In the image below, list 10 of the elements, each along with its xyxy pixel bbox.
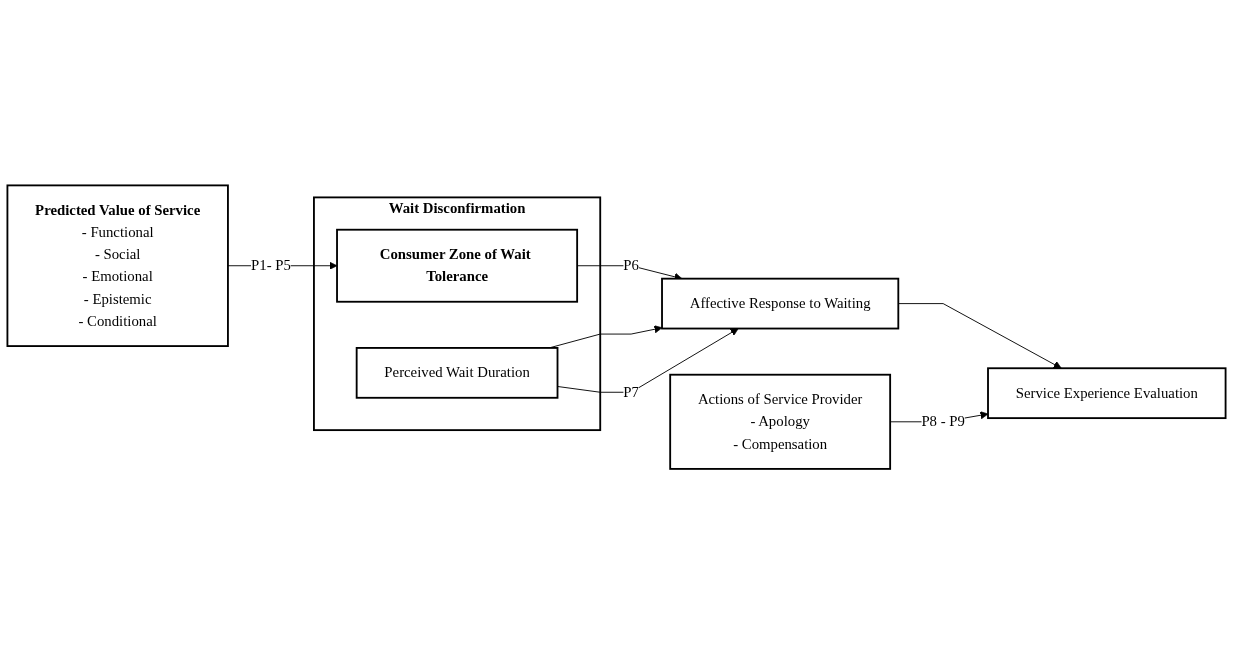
node-box: Predicted Value of Service - Functional - Social - Emotional - Epistemic - Conditional [6, 184, 229, 348]
edge-label: P6 [623, 257, 639, 274]
node-box: Actions of Service Provider - Apology - Compensation [669, 374, 892, 471]
edge-label: P1- P5 [251, 257, 291, 274]
node-box: Consumer Zone of Wait Tolerance [336, 229, 579, 304]
node-box: Perceived Wait Duration [355, 347, 559, 400]
edge-label: P8 - P9 [921, 413, 965, 430]
node-box: Affective Response to Waiting [661, 278, 900, 330]
node-box: Service Experience Evaluation [987, 367, 1227, 420]
edge-label: P7 [623, 384, 639, 400]
